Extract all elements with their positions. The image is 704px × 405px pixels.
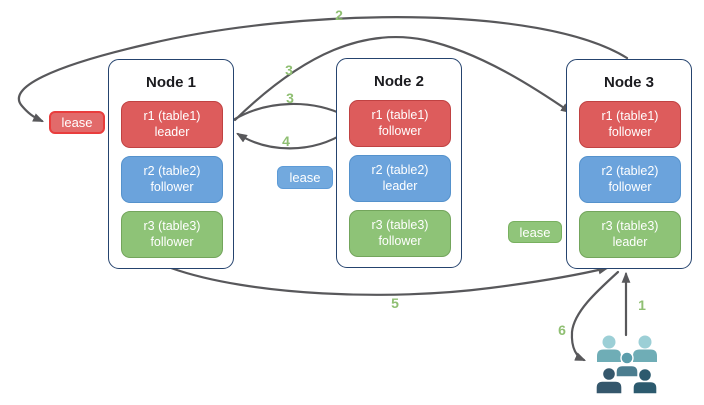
step-label-2: 2 xyxy=(335,7,343,23)
replica-role: follower xyxy=(378,123,422,138)
step-label-3-upper: 3 xyxy=(285,62,293,78)
node1-card: Node 1 r1 (table1) leader r2 (table2) fo… xyxy=(108,59,234,269)
node1-replica-r3: r3 (table3) follower xyxy=(121,211,223,258)
node1-title: Node 1 xyxy=(145,74,196,91)
node3-card: Node 3 r1 (table1) follower r2 (table2) … xyxy=(566,59,692,269)
node2-title: Node 2 xyxy=(373,73,424,90)
replica-name: r2 (table2) xyxy=(143,164,201,178)
step-label-1: 1 xyxy=(638,297,646,313)
node3-title: Node 3 xyxy=(603,74,654,91)
replica-role: follower xyxy=(378,233,422,248)
replica-role: follower xyxy=(608,124,652,139)
user-middle xyxy=(615,351,639,378)
replica-role: leader xyxy=(612,234,648,249)
node3-replica-r1: r1 (table1) follower xyxy=(579,101,681,148)
replica-role: follower xyxy=(608,179,652,194)
replica-role: follower xyxy=(150,179,194,194)
replica-name: r1 (table1) xyxy=(371,108,429,122)
replica-name: r1 (table1) xyxy=(143,109,201,123)
replica-name: r1 (table1) xyxy=(601,109,659,123)
arrow-step-4 xyxy=(236,130,348,150)
step-label-3-lower: 3 xyxy=(286,90,294,106)
replica-name: r3 (table3) xyxy=(371,218,429,232)
arrow-step-5 xyxy=(169,265,610,296)
replica-role: leader xyxy=(382,178,418,193)
replica-role: follower xyxy=(150,234,194,249)
node1-replica-r1: r1 (table1) leader xyxy=(121,101,223,148)
user-front-right xyxy=(632,367,658,395)
user-front-left xyxy=(595,366,623,395)
node3-replica-r2: r2 (table2) follower xyxy=(579,156,681,203)
lease-badge-green: lease xyxy=(508,221,562,243)
node2-card: Node 2 r1 (table1) follower r2 (table2) … xyxy=(336,58,462,268)
node1-replica-r2: r2 (table2) follower xyxy=(121,156,223,203)
node2-replica-r3: r3 (table3) follower xyxy=(349,210,451,257)
users-group-icon xyxy=(595,335,658,395)
replica-name: r2 (table2) xyxy=(371,163,429,177)
user-back-left xyxy=(597,335,621,362)
node2-replica-r1: r1 (table1) follower xyxy=(349,100,451,147)
replica-name: r3 (table3) xyxy=(143,219,201,233)
node2-replica-r2: r2 (table2) leader xyxy=(349,155,451,202)
replica-role: leader xyxy=(154,124,190,139)
replica-name: r2 (table2) xyxy=(601,164,659,178)
step-label-4: 4 xyxy=(282,133,290,149)
arrow-step-3-to-node2 xyxy=(233,102,348,121)
lease-badge-blue: lease xyxy=(277,166,333,189)
step-label-5: 5 xyxy=(391,295,399,311)
user-back-right xyxy=(633,335,657,362)
replica-name: r3 (table3) xyxy=(601,219,659,233)
lease-badge-red: lease xyxy=(49,111,105,134)
step-label-6: 6 xyxy=(558,322,566,338)
node3-replica-r3: r3 (table3) leader xyxy=(579,211,681,258)
